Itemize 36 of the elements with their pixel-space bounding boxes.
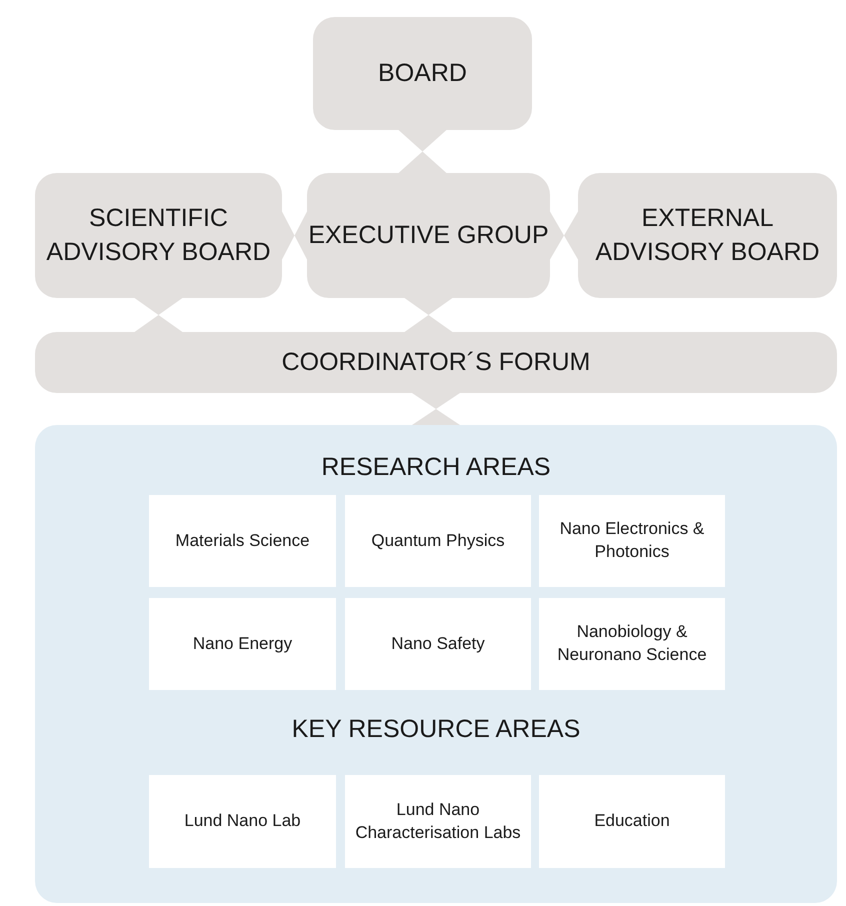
area-label: Nano Electronics & Photonics (558, 518, 706, 563)
area-box (539, 495, 725, 587)
connector (398, 130, 446, 173)
area-label: Nano Safety (390, 632, 486, 655)
box-label: BOARD (378, 58, 467, 89)
org-box (307, 173, 550, 298)
area-label: Lund Nano Lab (183, 810, 302, 832)
box-label: EXECUTIVE GROUP (308, 220, 549, 251)
section-heading: KEY RESOURCE AREAS (290, 715, 582, 744)
area-box (149, 495, 336, 587)
org-box (313, 17, 532, 130)
area-box (345, 775, 531, 868)
area-box (539, 775, 725, 868)
area-box (149, 598, 336, 690)
connector (550, 212, 578, 260)
area-label: Materials Science (174, 530, 311, 552)
area-box (345, 495, 531, 587)
area-label: Nano Energy (192, 632, 294, 655)
box-label: EXTERNAL ADVISORY BOARD (594, 203, 821, 268)
area-box (149, 775, 336, 868)
connector (412, 393, 460, 425)
connector (404, 298, 452, 332)
area-box (539, 598, 725, 690)
area-label: Lund Nano Characterisation Labs (354, 798, 522, 844)
area-label: Nanobiology & Neuronano Science (556, 621, 708, 666)
box-label: SCIENTIFIC ADVISORY BOARD (45, 203, 272, 268)
areas-panel (35, 425, 837, 903)
area-box (345, 598, 531, 690)
org-box (35, 173, 282, 298)
connector (282, 212, 307, 260)
org-box (578, 173, 837, 298)
connector (134, 298, 182, 332)
box-label: COORDINATOR´S FORUM (282, 346, 590, 378)
section-heading: RESEARCH AREAS (320, 453, 552, 482)
area-label: Quantum Physics (370, 530, 506, 552)
area-label: Education (593, 810, 671, 832)
